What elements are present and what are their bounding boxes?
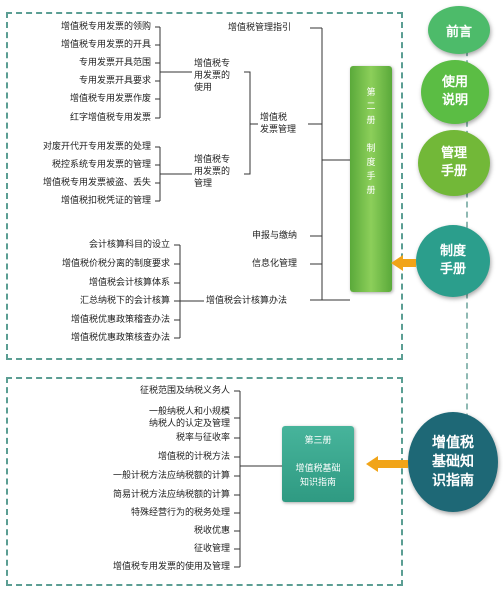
basic-guide-item: 征收管理 — [193, 544, 230, 554]
basic-guide-item: 简易计税方法应纳税额的计算 — [112, 490, 230, 500]
invoice-use-item: 增值税专用发票的领购 — [60, 22, 151, 32]
accounting-item: 增值税价税分离的制度要求 — [61, 259, 170, 269]
basic-guide-item: 一般计税方法应纳税额的计算 — [112, 471, 230, 481]
invoice-use-item: 增值税专用发票的开具 — [60, 40, 151, 50]
arrow-shaft-volume2 — [401, 259, 416, 267]
volume3-frame — [6, 377, 403, 586]
basic-guide-item: 增值税的计税方法 — [157, 452, 230, 462]
basic-guide-item: 征税范围及纳税义务人 — [139, 386, 230, 396]
circle-preface[interactable]: 前言 — [428, 6, 490, 54]
accounting-method-label: 增值税会计核算办法 — [206, 296, 288, 306]
vat-invoice-mgmt-label: 增值税 发票管理 — [260, 113, 297, 135]
basic-guide-item: 税收优惠 — [193, 526, 230, 536]
circle-usage-notes[interactable]: 使用 说明 — [421, 60, 489, 124]
invoice-mgmt-item: 对废开代开专用发票的处理 — [42, 142, 151, 152]
volume2-box: 第 二 册 制 度 手 册 — [350, 66, 392, 292]
invoice-use-item: 专用发票开具要求 — [78, 76, 151, 86]
basic-guide-item: 特殊经营行为的税务处理 — [130, 508, 230, 518]
circle-vat-basic-guide[interactable]: 增值税 基础知 识指南 — [408, 412, 498, 512]
basic-guide-item: 增值税专用发票的使用及管理 — [112, 562, 230, 572]
circle-system-manual[interactable]: 制度 手册 — [416, 225, 490, 297]
invoice-use-item: 专用发票开具范围 — [78, 58, 151, 68]
basic-guide-item: 一般纳税人和小规模 纳税人的认定及管理 — [148, 407, 230, 429]
guide-title: 增值税管理指引 — [228, 23, 292, 33]
arrow-shaft-volume3 — [377, 460, 408, 468]
accounting-item: 增值税优惠政策核查办法 — [70, 333, 170, 343]
accounting-item: 增值税会计核算体系 — [88, 278, 170, 288]
arrow-to-volume2-icon — [391, 255, 403, 271]
accounting-item: 汇总纳税下的会计核算 — [79, 296, 170, 306]
info-mgmt-label: 信息化管理 — [252, 259, 298, 269]
invoice-mgmt-item: 税控系统专用发票的管理 — [51, 160, 151, 170]
circle-management-manual[interactable]: 管理 手册 — [418, 130, 490, 196]
volume2-frame — [6, 12, 403, 360]
volume3-box: 第三册 增值税基础 知识指南 — [282, 426, 354, 502]
arrow-to-volume3-icon — [366, 456, 378, 472]
invoice-use-item: 红字增值税专用发票 — [69, 113, 151, 123]
invoice-mgmt-item: 增值税专用发票被盗、丢失 — [42, 178, 151, 188]
accounting-item: 会计核算科目的设立 — [88, 240, 170, 250]
invoice-use-group-label: 增值税专 用发票的 使用 — [194, 59, 231, 93]
declare-label: 申报与缴纳 — [252, 231, 298, 241]
invoice-mgmt-item: 增值税扣税凭证的管理 — [60, 196, 151, 206]
invoice-mgmt-group-label: 增值税专 用发票的 管理 — [194, 155, 231, 189]
basic-guide-item: 税率与征收率 — [175, 433, 230, 443]
accounting-item: 增值税优惠政策稽查办法 — [70, 315, 170, 325]
invoice-use-item: 增值税专用发票作废 — [69, 94, 151, 104]
